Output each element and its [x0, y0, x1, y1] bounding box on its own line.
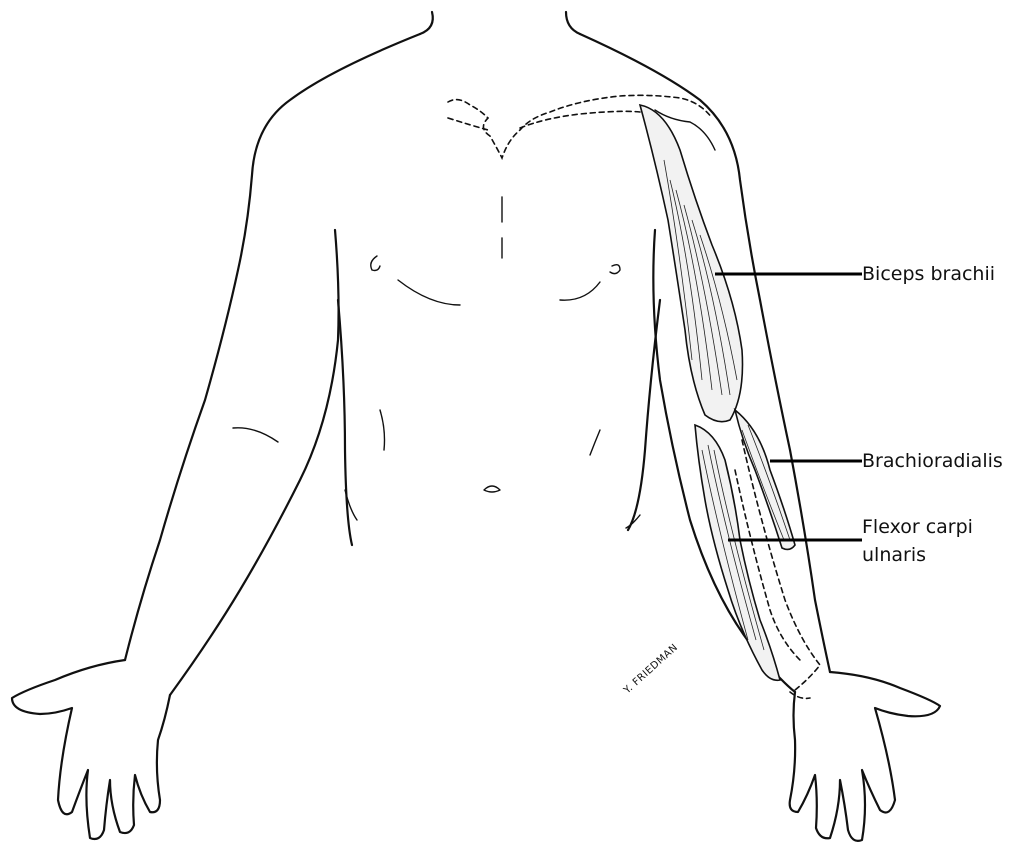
left-ab-line	[380, 410, 385, 450]
right-nipple	[610, 265, 620, 274]
left-torso-side	[338, 300, 352, 545]
left-pec-line	[398, 280, 460, 305]
neck-left	[420, 12, 433, 34]
left-arm-inner	[170, 230, 339, 695]
biceps-muscle	[640, 105, 743, 422]
right-pec-line	[560, 282, 600, 300]
right-torso-side	[628, 300, 660, 530]
flexor-label-line2: ulnaris	[862, 542, 926, 568]
right-ab-line	[590, 430, 600, 455]
navel	[484, 486, 500, 492]
left-elbow-crease	[233, 428, 278, 442]
left-nipple	[371, 256, 380, 271]
wrist-dashed	[790, 692, 810, 698]
flexor-label-line1: Flexor carpi	[862, 514, 973, 540]
biceps-label: Biceps brachii	[862, 261, 995, 287]
right-hand	[790, 672, 940, 841]
brachioradialis-label: Brachioradialis	[862, 448, 1003, 474]
left-hand	[12, 660, 170, 839]
neck-right	[566, 12, 580, 34]
left-arm-outer	[125, 34, 420, 660]
